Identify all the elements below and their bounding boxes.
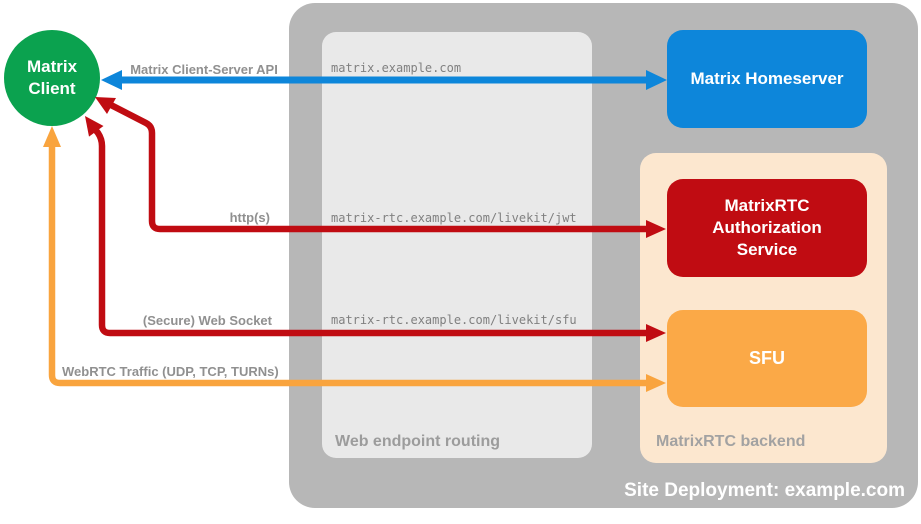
web-socket-label: (Secure) Web Socket [142,313,272,328]
endpoint-livekit-jwt: matrix-rtc.example.com/livekit/jwt [331,211,577,225]
client-server-api-label: Matrix Client-Server API [130,62,278,77]
matrixrtc-authorization-service-node: MatrixRTC Authorization Service [667,179,867,277]
sfu-node: SFU [667,310,867,407]
matrix-client-label-line2: Client [28,79,76,98]
site-deployment-caption: Site Deployment: example.com [624,480,905,501]
web-socket-arrowhead-client-icon [85,116,104,137]
http-label: http(s) [229,210,270,225]
endpoint-matrix-example-com: matrix.example.com [331,61,462,75]
sfu-label: SFU [749,348,785,368]
webrtc-traffic-label: WebRTC Traffic (UDP, TCP, TURNs) [62,364,279,379]
webrtc-traffic-arrowhead-client-icon [43,126,61,147]
client-server-api-arrowhead-left-icon [101,70,122,90]
matrix-client-node: Matrix Client [4,30,100,126]
matrix-client-label-line1: Matrix [26,57,78,76]
matrixrtc-backend-caption: MatrixRTC backend [656,433,806,450]
http-arrowhead-client-icon [95,97,116,114]
web-endpoint-routing-container [322,32,592,458]
matrix-homeserver-label: Matrix Homeserver [690,69,844,88]
web-endpoint-routing-caption: Web endpoint routing [335,433,501,450]
matrix-homeserver-node: Matrix Homeserver [667,30,867,128]
matrixrtc-authorization-service-label: MatrixRTC Authorization Service [712,195,822,260]
endpoint-livekit-sfu: matrix-rtc.example.com/livekit/sfu [331,313,577,327]
